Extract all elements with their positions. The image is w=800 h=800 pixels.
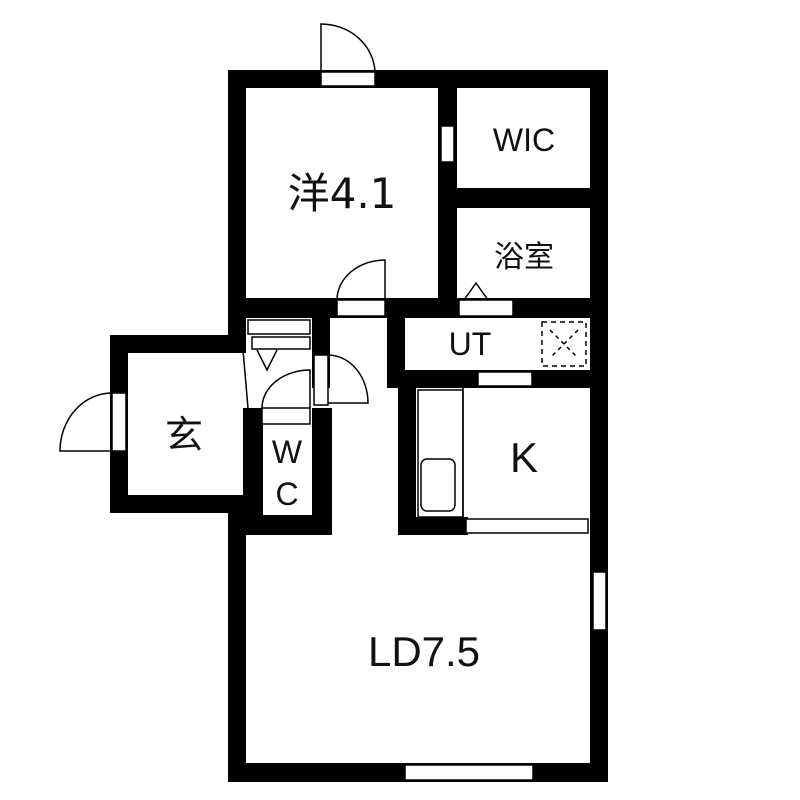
room-label-entrance: 玄 bbox=[164, 413, 204, 457]
room-label-bathroom: 浴室 bbox=[494, 240, 554, 275]
room-label-toilet-w: W bbox=[271, 434, 303, 470]
room-label-wic: WIC bbox=[492, 122, 556, 158]
room-label-living-dining: LD7.5 bbox=[367, 628, 481, 675]
room-label-kitchen: K bbox=[509, 434, 539, 481]
room-label-western: 洋4.1 bbox=[287, 169, 397, 218]
openings bbox=[111, 71, 607, 781]
room-label-utility: UT bbox=[448, 326, 492, 362]
washing-machine-space-icon bbox=[541, 321, 587, 367]
fixtures bbox=[417, 321, 587, 519]
kitchen-sink-icon bbox=[420, 458, 456, 512]
door-swings bbox=[59, 23, 489, 452]
room-label-toilet-c: C bbox=[275, 476, 299, 512]
